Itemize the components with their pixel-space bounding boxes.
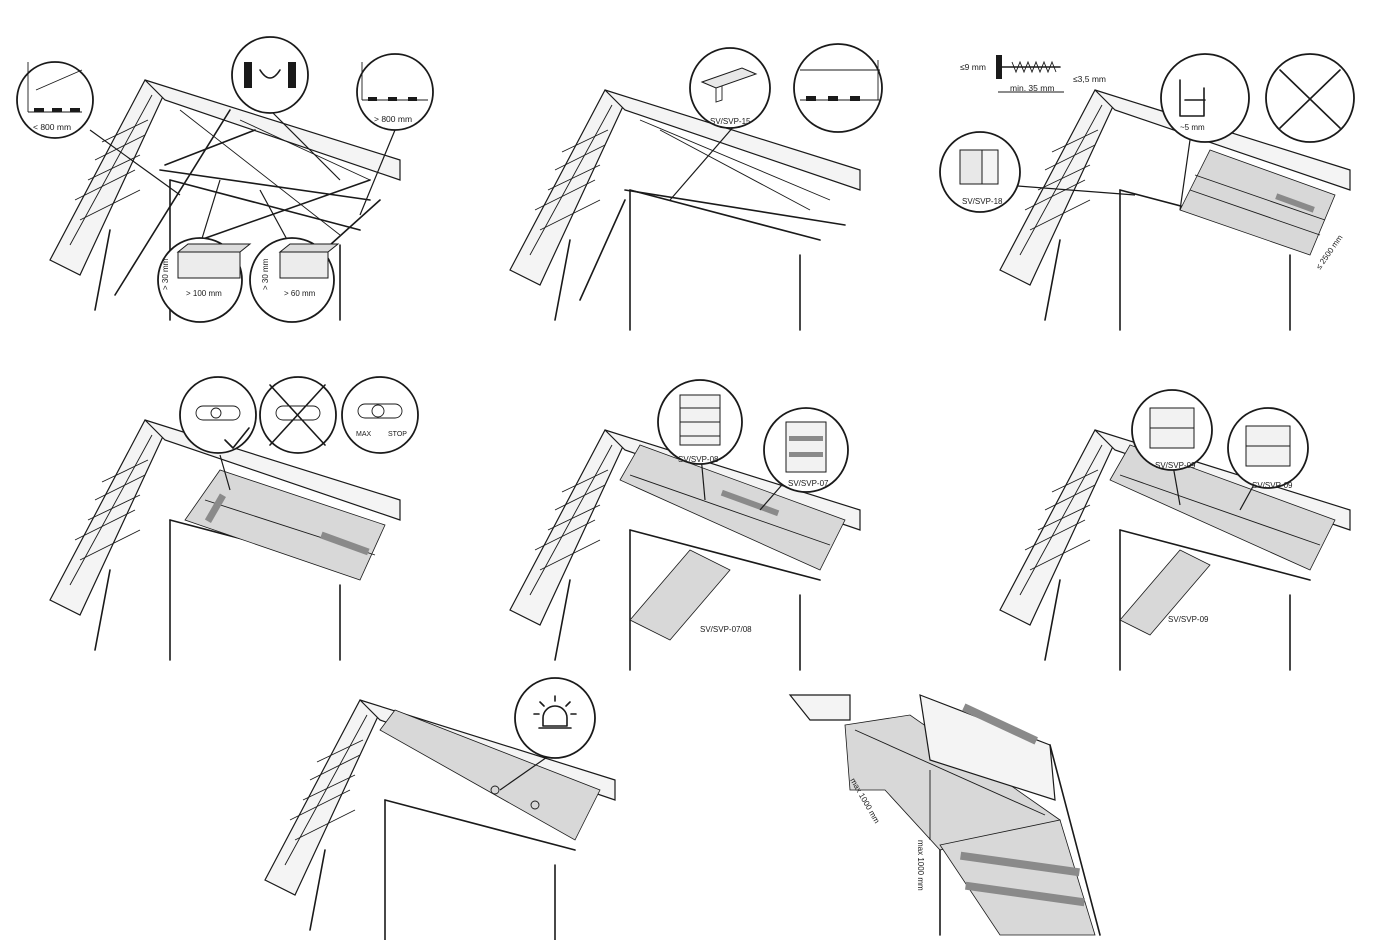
panel-6-callouts: SV/SVP-09 SV/SVP-09 SV/SVP-09 — [1131, 389, 1309, 624]
callout-batten-profile — [231, 36, 309, 114]
label-panel-combined: SV/SVP-07/08 — [700, 625, 752, 634]
callout-starter-profile — [689, 47, 771, 129]
label-screw-head: ≤9 mm — [960, 62, 986, 72]
panel-3-callouts: ≤9 mm min. 35 mm ≤3,5 mm ~5 mm SV/SVP-18… — [939, 53, 1355, 271]
label-spacing-large: > 800 mm — [374, 114, 412, 124]
panel-5-vent-panels — [509, 429, 861, 671]
callout-starter-detail — [793, 43, 883, 133]
label-timber-narrow-height: > 30 mm — [261, 258, 270, 290]
callout-light-warning — [514, 677, 596, 759]
panel-1-callouts: < 800 mm > 800 mm > 30 mm > 100 mm > 30 … — [16, 36, 434, 323]
callout-spacing-small — [16, 61, 94, 139]
callout-spacing-large — [356, 53, 434, 131]
screw-icon — [996, 55, 1061, 79]
label-fixing-stop: STOP — [388, 431, 407, 438]
panel-4-fixing — [49, 419, 401, 661]
panel-2-starter-profile — [509, 89, 861, 331]
callout-screw-gap — [1160, 53, 1250, 143]
label-starter-profile: SV/SVP-15 — [710, 117, 751, 126]
label-timber-wide-width: > 100 mm — [186, 289, 222, 298]
label-panel-09-c: SV/SVP-09 — [1168, 615, 1209, 624]
panel-7-lighting — [264, 699, 616, 940]
label-timber-wide-height: > 30 mm — [161, 258, 170, 290]
callout-fixing-correct — [179, 376, 257, 454]
label-panel-09-b: SV/SVP-09 — [1252, 481, 1293, 490]
panel-8-corner-detail: max 1000 mm max 1000 mm — [788, 694, 1101, 936]
label-panel-09-a: SV/SVP-09 — [1155, 461, 1196, 470]
label-screw-gap: ~5 mm — [1180, 123, 1205, 132]
label-fixing-max: MAX — [356, 431, 372, 438]
panel-5-callouts: SV/SVP-08 SV/SVP-07 SV/SVP-07/08 — [657, 379, 849, 634]
panel-2-callouts: SV/SVP-15 — [669, 43, 883, 201]
label-j-profile: SV/SVP-18 — [962, 197, 1003, 206]
warning-light-icon — [533, 695, 577, 729]
panel-4-callouts: MAX STOP — [179, 376, 419, 491]
label-spacing-small: < 800 mm — [33, 122, 71, 132]
panel-3-first-panel — [999, 89, 1351, 331]
panel-1-framing — [49, 79, 401, 321]
panel-7-callouts — [499, 677, 596, 791]
label-timber-narrow-width: > 60 mm — [284, 289, 316, 298]
label-screw-shank: ≤3,5 mm — [1073, 74, 1106, 84]
label-panel-vented: SV/SVP-07 — [788, 479, 829, 488]
label-max-overhang-b: max 1000 mm — [916, 840, 925, 891]
label-max-span: ≤ 2500 mm — [1314, 233, 1344, 271]
callout-fixing-max — [341, 376, 419, 454]
label-panel-solid: SV/SVP-08 — [678, 455, 719, 464]
panel-6-solid-panels — [999, 429, 1351, 671]
label-screw-length: min. 35 mm — [1010, 83, 1054, 93]
